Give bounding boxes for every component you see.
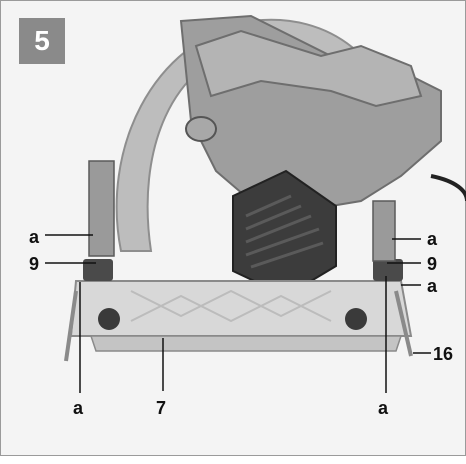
power-cord [430, 174, 466, 202]
callout-9-left: 9 [29, 254, 40, 274]
callout-a-right-mid: a [427, 276, 438, 296]
bevel-scale-left [88, 160, 115, 257]
callout-a-left-top: a [29, 227, 40, 247]
callout-7: 7 [156, 398, 167, 418]
dust-port [185, 116, 217, 142]
base-plate-front [89, 335, 403, 352]
vent-slots [245, 194, 324, 269]
callout-16: 16 [433, 344, 454, 364]
rail-right [394, 290, 413, 357]
top-handle [194, 29, 423, 108]
right-clamp [373, 259, 403, 281]
callout-a-left-bottom: a [73, 398, 84, 418]
rail-left [64, 290, 78, 362]
bevel-scale-right [372, 200, 396, 262]
callout-9-right: 9 [427, 254, 438, 274]
left-knob [98, 308, 120, 330]
left-clamp [83, 259, 113, 281]
leader-lines [45, 234, 431, 393]
callout-a-right-top: a [427, 229, 438, 249]
figure-number-badge: 5 [19, 18, 65, 64]
figure-number: 5 [34, 25, 50, 56]
right-knob [345, 308, 367, 330]
callout-a-right-bottom: a [378, 398, 389, 418]
base-ribs [130, 289, 332, 323]
